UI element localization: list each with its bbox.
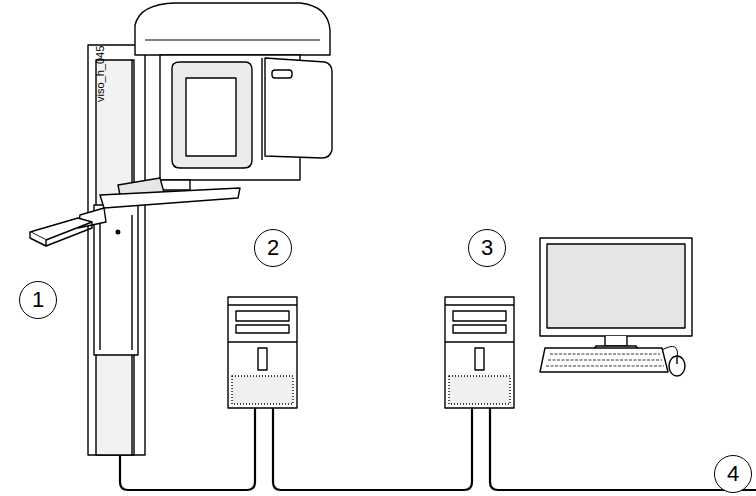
computer-tower	[228, 297, 297, 408]
callout-number: 3	[468, 229, 506, 267]
cable	[120, 408, 756, 490]
callout-number: 1	[19, 281, 57, 319]
workstation	[540, 238, 692, 376]
callout-number: 4	[714, 455, 752, 493]
computer-tower	[445, 297, 514, 408]
callout-number: 2	[254, 229, 292, 267]
xray-unit	[30, 3, 332, 455]
drawing-code: viso_h_045	[95, 46, 106, 102]
